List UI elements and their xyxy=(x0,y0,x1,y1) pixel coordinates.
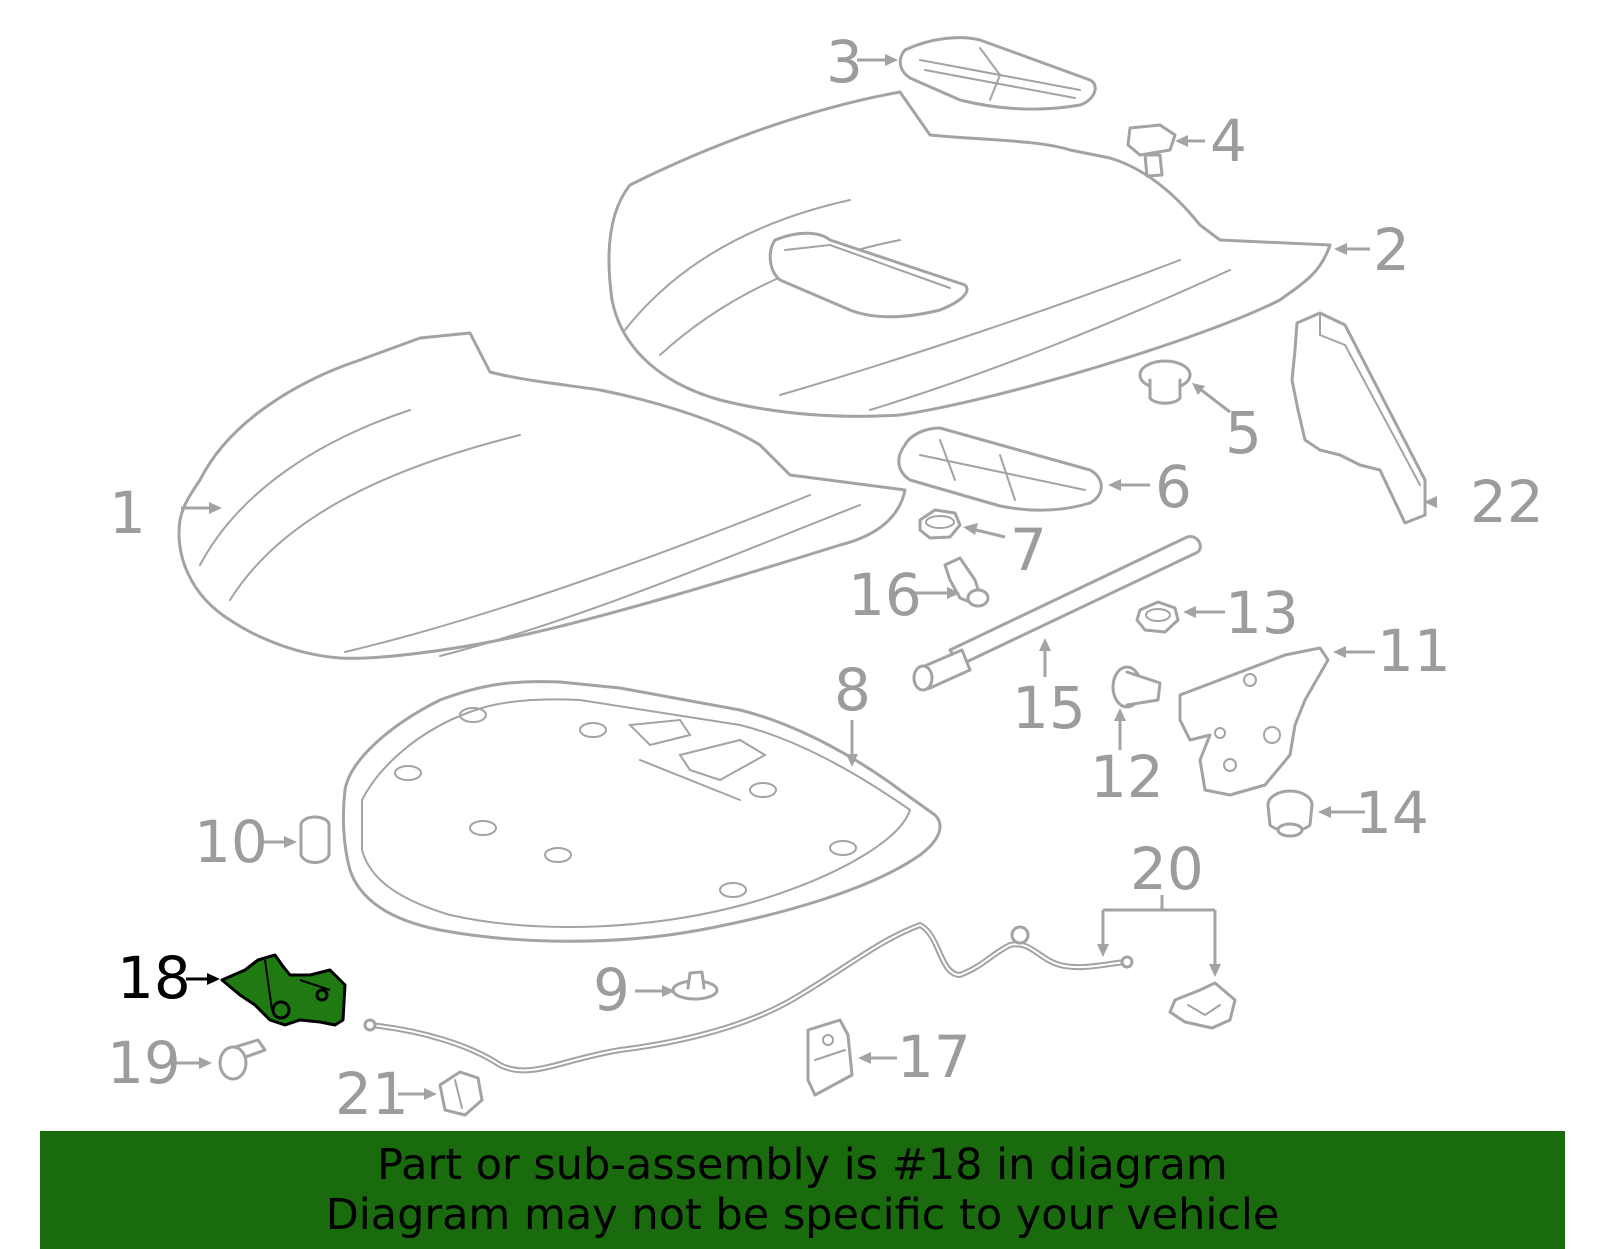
part-12-bolt xyxy=(1111,665,1162,709)
callout-4: 4 xyxy=(1210,107,1247,175)
part-8-hood-insulator xyxy=(341,680,942,943)
callout-14: 14 xyxy=(1355,779,1429,847)
part-5-grommet xyxy=(1138,359,1192,405)
callout-12: 12 xyxy=(1090,743,1164,811)
part-15-hood-strut xyxy=(912,535,1202,692)
callout-21: 21 xyxy=(335,1060,409,1128)
callout-10: 10 xyxy=(194,808,268,876)
part-22-seal xyxy=(1290,311,1427,525)
part-14-bumper xyxy=(1266,789,1314,838)
callout-2: 2 xyxy=(1373,216,1410,284)
callout-8: 8 xyxy=(834,656,871,724)
part-1-hood-panel xyxy=(177,331,907,660)
callout-1: 1 xyxy=(109,479,146,547)
callout-22: 22 xyxy=(1470,468,1544,536)
info-banner: Part or sub-assembly is #18 in diagram D… xyxy=(40,1131,1565,1249)
part-6-vent-insert xyxy=(897,426,1103,512)
callout-17: 17 xyxy=(897,1023,971,1091)
callout-7: 7 xyxy=(1010,516,1047,584)
callout-16: 16 xyxy=(848,561,922,629)
part-16-pin xyxy=(943,556,990,608)
part-7-nut xyxy=(918,508,962,540)
callout-15: 15 xyxy=(1012,674,1086,742)
callout-5: 5 xyxy=(1225,399,1262,467)
part-3-hood-scoop xyxy=(898,36,1097,111)
callout-labels: 1 2 3 4 5 6 7 8 9 10 11 12 13 14 15 16 1… xyxy=(107,28,1544,1128)
part-11-hood-hinge xyxy=(1178,646,1330,797)
banner-line-1: Part or sub-assembly is #18 in diagram xyxy=(377,1140,1228,1190)
part-18-hood-latch xyxy=(220,953,347,1027)
part-21-clip xyxy=(438,1070,484,1117)
part-19-bolt xyxy=(218,1038,267,1081)
part-13-nut xyxy=(1135,600,1180,634)
part-9-clip xyxy=(671,970,719,1001)
callout-6: 6 xyxy=(1155,453,1192,521)
callout-arrows xyxy=(174,54,1437,1100)
callout-11: 11 xyxy=(1377,617,1451,685)
callout-3: 3 xyxy=(826,28,863,96)
part-2-hood-panel xyxy=(607,90,1332,418)
part-20-release-cable xyxy=(363,921,1237,1074)
callout-20: 20 xyxy=(1130,835,1204,903)
part-4-clip xyxy=(1126,123,1177,178)
part-10-cap xyxy=(299,815,331,864)
callout-13: 13 xyxy=(1225,579,1299,647)
part-17-bracket xyxy=(806,1018,854,1097)
callout-18: 18 xyxy=(117,944,191,1012)
callout-19: 19 xyxy=(107,1029,181,1097)
banner-line-2: Diagram may not be specific to your vehi… xyxy=(325,1190,1280,1240)
callout-9: 9 xyxy=(593,956,630,1024)
